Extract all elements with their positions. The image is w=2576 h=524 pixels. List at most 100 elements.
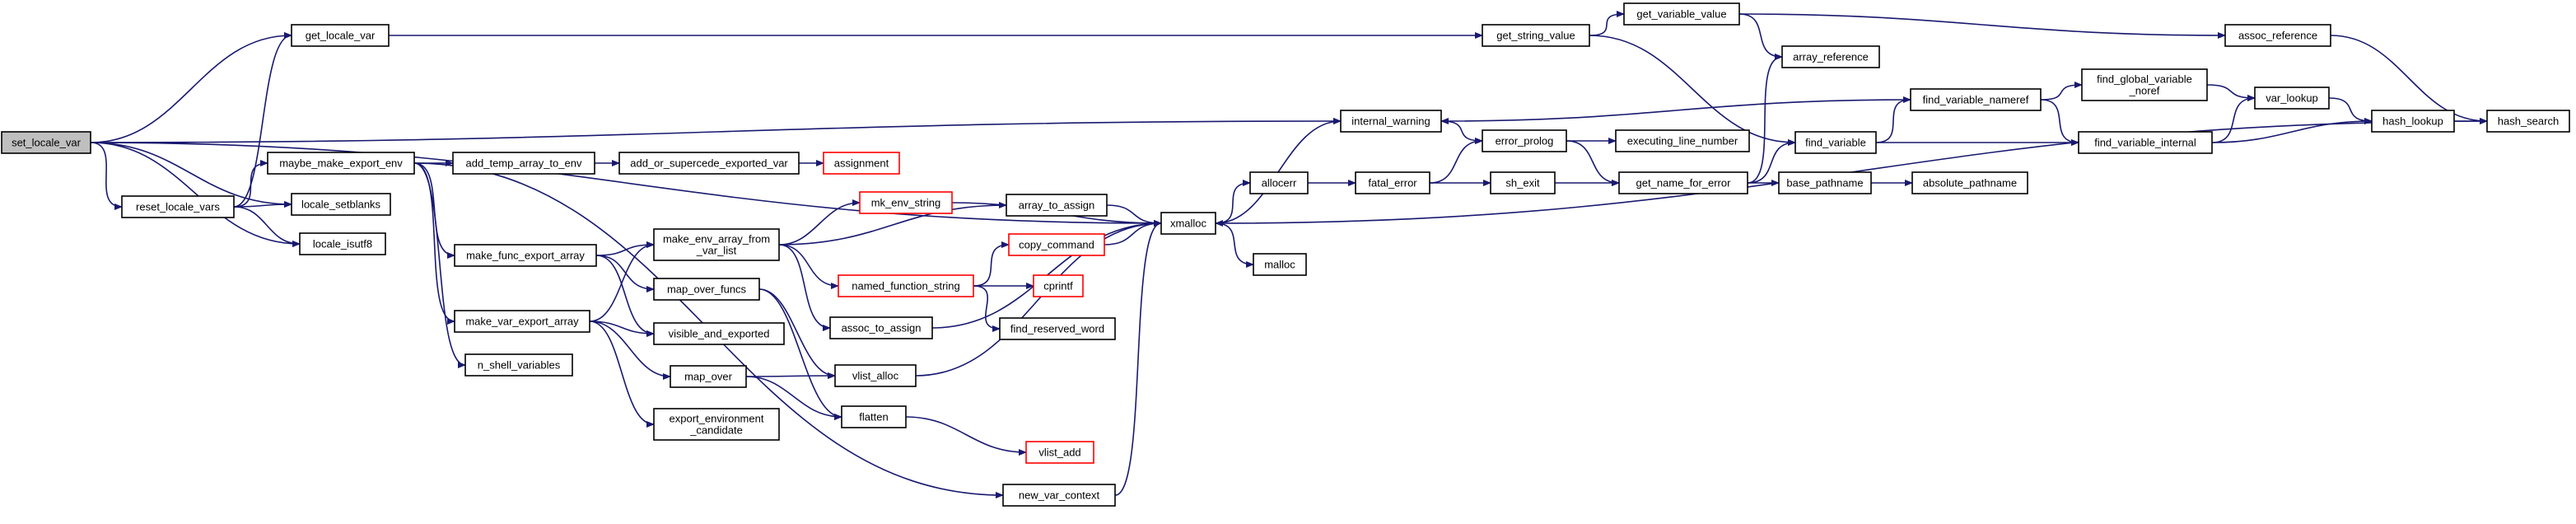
node-box xyxy=(2371,110,2455,133)
node-array-reference[interactable]: array_reference xyxy=(1781,45,1880,68)
node-box xyxy=(1482,129,1567,152)
node-flatten[interactable]: flatten xyxy=(841,405,907,428)
node-export-environment-candidate[interactable]: export_environment_candidate xyxy=(653,408,780,441)
node-add-or-supercede-exported-var[interactable]: add_or_supercede_exported_var xyxy=(618,152,800,175)
node-label: copy_command xyxy=(1019,239,1094,251)
node-find-variable-internal[interactable]: find_variable_internal xyxy=(2078,131,2213,154)
node-executing-line-number[interactable]: executing_line_number xyxy=(1615,129,1750,152)
edge-path xyxy=(595,255,655,337)
node-get-name-for-error[interactable]: get_name_for_error xyxy=(1618,171,1748,194)
node-locale-setblanks[interactable]: locale_setblanks xyxy=(291,193,391,216)
edge-path xyxy=(915,220,1162,377)
node-box xyxy=(2254,87,2330,110)
node-box xyxy=(1778,171,1872,194)
node-add-temp-array-to-env[interactable]: add_temp_array_to_env xyxy=(452,152,595,175)
node-label: xmalloc xyxy=(1170,218,1207,230)
node-box xyxy=(1911,171,2028,194)
node-box xyxy=(1002,484,1116,507)
edge-path xyxy=(2211,118,2373,143)
node-assoc-to-assign[interactable]: assoc_to_assign xyxy=(829,316,933,339)
edge-path xyxy=(1589,11,1625,36)
node-box xyxy=(670,365,747,388)
node-find-reserved-word[interactable]: find_reserved_word xyxy=(999,317,1116,340)
node-map-over[interactable]: map_over xyxy=(670,365,747,388)
edge-find-variable-nameref-to-find-variable-internal xyxy=(2040,99,2079,146)
node-xmalloc[interactable]: xmalloc xyxy=(1160,212,1216,235)
node-sh-exit[interactable]: sh_exit xyxy=(1490,171,1556,194)
node-box xyxy=(1482,24,1590,47)
node-maybe-make-export-env[interactable]: maybe_make_export_env xyxy=(267,152,415,175)
edge-make-var-export-array-to-visible-and-exported xyxy=(589,320,655,337)
node-label: error_prolog xyxy=(1496,135,1554,147)
node-label: flatten xyxy=(859,411,888,423)
node-box xyxy=(823,152,900,175)
node-make-var-export-array[interactable]: make_var_export_array xyxy=(454,310,590,333)
edge-path xyxy=(1589,35,1796,146)
edge-path xyxy=(758,288,842,420)
edge-get-name-for-error-to-array-reference xyxy=(1747,54,1783,184)
edge-path xyxy=(1566,140,1620,186)
node-locale-isutf8[interactable]: locale_isutf8 xyxy=(299,232,386,255)
node-assoc-reference[interactable]: assoc_reference xyxy=(2224,24,2331,47)
node-assignment[interactable]: assignment xyxy=(823,152,900,175)
node-new-var-context[interactable]: new_var_context xyxy=(1002,484,1116,507)
edge-set-locale-var-to-xmalloc xyxy=(90,142,1162,227)
edge-set-locale-var-to-locale-isutf8 xyxy=(90,142,301,247)
node-make-env-array-from-var-list[interactable]: make_env_array_from_var_list xyxy=(653,228,780,261)
edge-set-locale-var-to-reset-locale-vars xyxy=(90,142,123,210)
node-box xyxy=(1249,171,1309,194)
node-absolute-pathname[interactable]: absolute_pathname xyxy=(1911,171,2028,194)
node-label: _var_list xyxy=(696,245,737,257)
node-map-over-funcs[interactable]: map_over_funcs xyxy=(653,278,760,301)
node-malloc[interactable]: malloc xyxy=(1253,253,1307,276)
node-label: n_shell_variables xyxy=(478,359,561,372)
node-fatal-error[interactable]: fatal_error xyxy=(1355,171,1430,194)
node-reset-locale-vars[interactable]: reset_locale_vars xyxy=(121,195,235,218)
node-internal-warning[interactable]: internal_warning xyxy=(1340,110,1442,133)
node-box xyxy=(2486,110,2570,133)
node-array-to-assign[interactable]: array_to_assign xyxy=(1006,194,1108,217)
node-label: set_locale_var xyxy=(12,137,81,149)
node-visible-and-exported[interactable]: visible_and_exported xyxy=(653,322,785,345)
node-copy-command[interactable]: copy_command xyxy=(1008,233,1105,256)
node-label: allocerr xyxy=(1262,177,1297,189)
node-vlist-add[interactable]: vlist_add xyxy=(1025,441,1094,464)
node-label: export_environment xyxy=(670,413,764,425)
node-vlist-alloc[interactable]: vlist_alloc xyxy=(834,364,917,387)
edge-make-func-export-array-to-map-over-funcs xyxy=(595,255,655,292)
node-find-variable[interactable]: find_variable xyxy=(1794,131,1877,154)
node-label: sh_exit xyxy=(1505,177,1540,189)
node-get-string-value[interactable]: get_string_value xyxy=(1482,24,1590,47)
node-allocerr[interactable]: allocerr xyxy=(1249,171,1309,194)
node-label: maybe_make_export_env xyxy=(279,157,403,170)
node-set-locale-var[interactable]: set_locale_var xyxy=(1,131,91,154)
node-error-prolog[interactable]: error_prolog xyxy=(1482,129,1567,152)
edge-path xyxy=(90,118,1342,143)
node-find-global-variable-noref[interactable]: find_global_variable_noref xyxy=(2081,68,2208,101)
node-box xyxy=(838,274,974,297)
node-mk-env-string[interactable]: mk_env_string xyxy=(859,191,953,214)
node-label: get_variable_value xyxy=(1636,8,1726,21)
node-find-variable-nameref[interactable]: find_variable_nameref xyxy=(1910,88,2042,111)
edge-path xyxy=(778,244,831,331)
edge-path xyxy=(233,201,292,208)
node-get-variable-value[interactable]: get_variable_value xyxy=(1623,2,1740,26)
node-label: map_over xyxy=(684,371,732,383)
edge-path xyxy=(589,320,655,337)
edge-path xyxy=(745,372,836,380)
node-hash-lookup[interactable]: hash_lookup xyxy=(2371,110,2455,133)
node-base-pathname[interactable]: base_pathname xyxy=(1778,171,1872,194)
node-var-lookup[interactable]: var_lookup xyxy=(2254,87,2330,110)
node-cprintf[interactable]: cprintf xyxy=(1033,274,1084,297)
node-n-shell-variables[interactable]: n_shell_variables xyxy=(464,353,573,377)
node-hash-search[interactable]: hash_search xyxy=(2486,110,2570,133)
node-box xyxy=(841,405,907,428)
edge-path xyxy=(2206,84,2256,101)
node-named-function-string[interactable]: named_function_string xyxy=(838,274,974,297)
edge-path xyxy=(2211,95,2256,143)
edge-make-env-array-from-var-list-to-named-function-string xyxy=(778,244,839,289)
node-box xyxy=(859,191,953,214)
node-make-func-export-array[interactable]: make_func_export_array xyxy=(454,244,597,267)
node-get-locale-var[interactable]: get_locale_var xyxy=(291,24,390,47)
edge-path xyxy=(233,32,292,208)
